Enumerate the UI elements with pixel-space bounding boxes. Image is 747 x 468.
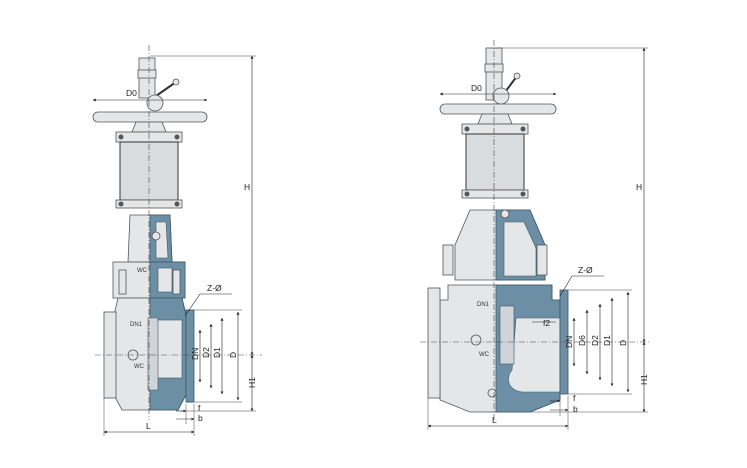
right-side-stud xyxy=(442,244,454,276)
right-f-label: f xyxy=(573,393,576,403)
left-stud xyxy=(118,269,127,295)
right-d1-label: D1 xyxy=(602,335,612,346)
right-bolt xyxy=(464,126,470,132)
right-cyl-bottom-flange xyxy=(461,189,529,199)
right-h1-label: H1 xyxy=(639,374,649,385)
left-b-label: b xyxy=(198,413,203,423)
right-z-leader xyxy=(559,275,573,297)
right-valve-view: D0 H H1 D D1 D2 D6 DN f2 Z-Ø f b xyxy=(420,40,650,430)
right-d0-label: D0 xyxy=(471,83,482,93)
left-bolt xyxy=(174,134,180,140)
right-body-boss xyxy=(470,334,482,346)
right-f2-label: f2 xyxy=(543,318,550,328)
left-handwheel xyxy=(92,111,208,123)
right-bolt xyxy=(520,126,526,132)
right-h-label: H xyxy=(636,182,642,192)
left-h1-label: H1 xyxy=(247,377,257,388)
right-bolt xyxy=(520,191,526,197)
left-wc-text: WC xyxy=(137,268,148,274)
right-d2-label: D2 xyxy=(590,335,600,346)
right-top-port xyxy=(500,209,510,219)
right-d-label: D xyxy=(618,340,628,346)
right-bolt xyxy=(464,191,470,197)
right-hub xyxy=(492,87,510,105)
left-flange-cavity xyxy=(157,267,173,293)
left-d1-label: D1 xyxy=(212,347,222,358)
right-flow-bore xyxy=(508,317,561,393)
right-handwheel xyxy=(439,103,557,115)
right-drain xyxy=(487,388,497,398)
left-h-label: H xyxy=(244,182,250,192)
right-l-label: L xyxy=(492,415,497,425)
left-z-label: Z-Ø xyxy=(207,283,222,293)
right-dn1-text: DN1 xyxy=(477,302,490,308)
left-bolt xyxy=(118,134,124,140)
left-hub xyxy=(146,94,164,112)
left-stem-nut xyxy=(137,69,157,79)
right-gate xyxy=(499,305,515,365)
right-bonnet-cavity xyxy=(503,221,537,277)
left-d-label: D xyxy=(228,352,238,358)
left-z-leader xyxy=(184,293,201,317)
right-cyl-top-flange xyxy=(461,123,529,135)
left-lever xyxy=(155,81,177,97)
left-valve-view: D0 H H1 D D1 D2 DN Z-Ø f b L xyxy=(92,45,262,436)
left-lever-knob xyxy=(172,78,180,86)
right-lever-knob xyxy=(513,72,521,80)
left-d2-label: D2 xyxy=(201,347,211,358)
right-d6-label: D6 xyxy=(577,335,587,346)
left-bonnet-port xyxy=(151,231,161,241)
left-stud xyxy=(172,269,181,295)
left-f-label: f xyxy=(198,403,201,413)
left-bolt xyxy=(118,201,124,207)
right-b-label: b xyxy=(573,404,578,414)
right-dn-label: DN xyxy=(564,336,574,348)
left-d0-label: D0 xyxy=(126,88,137,98)
left-dn1-text: DN1 xyxy=(130,322,143,328)
right-actuator-cylinder xyxy=(465,133,525,191)
left-bolt xyxy=(174,201,180,207)
right-left-end-flange xyxy=(427,287,441,399)
right-z-label: Z-Ø xyxy=(578,265,593,275)
right-side-stud xyxy=(536,244,548,276)
left-l-label: L xyxy=(146,421,151,431)
left-dn-label: DN xyxy=(190,348,200,360)
right-yoke-top xyxy=(477,113,513,125)
left-wc2-text: WC xyxy=(134,364,145,370)
left-bonnet-cavity xyxy=(155,221,169,259)
left-gate xyxy=(147,317,159,391)
right-wc-text: WC xyxy=(479,352,490,358)
